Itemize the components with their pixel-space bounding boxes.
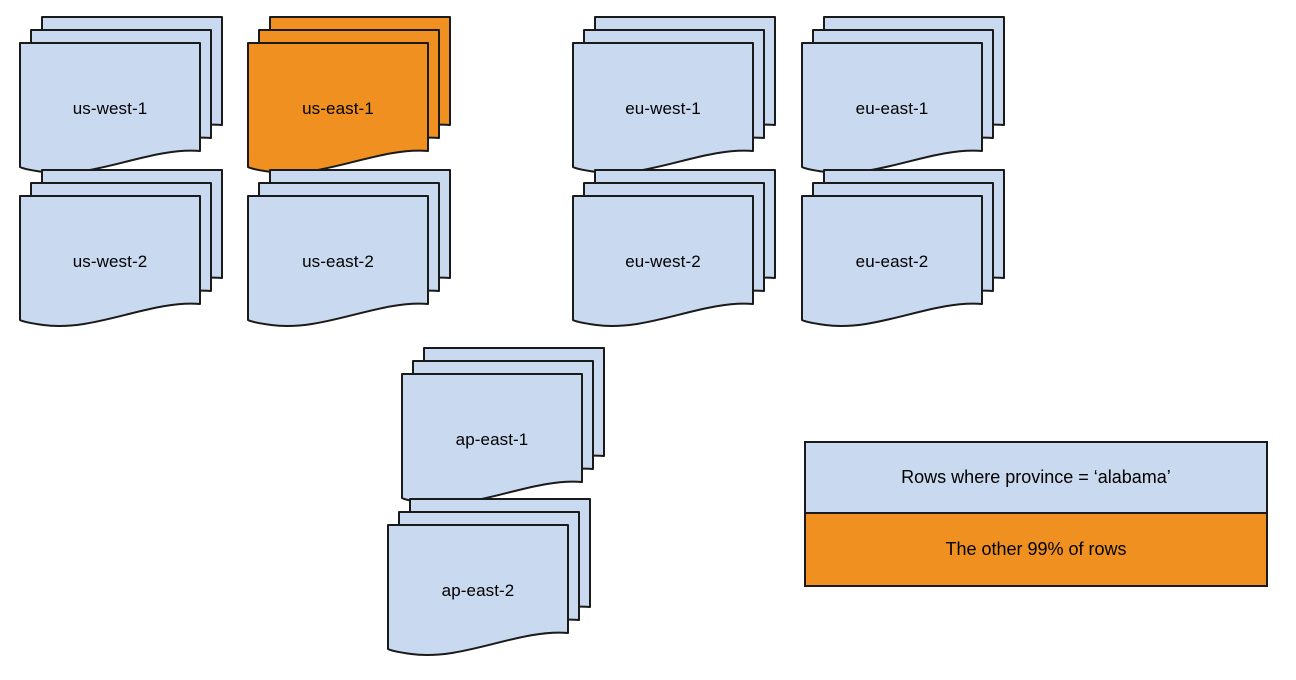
region-stack-ap-east-1[interactable]: ap-east-1 bbox=[401, 347, 617, 505]
document-sheet bbox=[401, 373, 583, 505]
document-sheet bbox=[247, 195, 429, 327]
region-stack-shape-eu-west-2 bbox=[572, 169, 776, 327]
region-stack-shape-us-west-2 bbox=[19, 169, 223, 327]
document-sheet bbox=[801, 195, 983, 327]
legend-item-orange: The other 99% of rows bbox=[806, 514, 1266, 585]
document-sheet bbox=[572, 42, 754, 174]
region-stack-eu-west-2[interactable]: eu-west-2 bbox=[572, 169, 788, 327]
region-stack-eu-west-1[interactable]: eu-west-1 bbox=[572, 16, 788, 174]
document-sheet bbox=[19, 42, 201, 174]
document-sheet bbox=[387, 524, 569, 656]
region-stack-us-west-1[interactable]: us-west-1 bbox=[19, 16, 235, 174]
region-stack-shape-us-east-1 bbox=[247, 16, 451, 174]
region-stack-shape-eu-west-1 bbox=[572, 16, 776, 174]
region-stack-eu-east-1[interactable]: eu-east-1 bbox=[801, 16, 1017, 174]
document-sheet bbox=[247, 42, 429, 174]
document-sheet bbox=[19, 195, 201, 327]
region-stack-shape-us-west-1 bbox=[19, 16, 223, 174]
legend-box: Rows where province = ‘alabama’ The othe… bbox=[804, 441, 1268, 587]
document-sheet bbox=[572, 195, 754, 327]
region-stack-shape-ap-east-1 bbox=[401, 347, 605, 505]
legend-item-blue-label: Rows where province = ‘alabama’ bbox=[901, 467, 1171, 487]
legend-item-blue: Rows where province = ‘alabama’ bbox=[806, 443, 1266, 514]
region-stack-eu-east-2[interactable]: eu-east-2 bbox=[801, 169, 1017, 327]
region-stack-us-east-2[interactable]: us-east-2 bbox=[247, 169, 463, 327]
region-stack-shape-us-east-2 bbox=[247, 169, 451, 327]
legend-item-orange-label: The other 99% of rows bbox=[945, 539, 1127, 559]
region-stack-shape-eu-east-1 bbox=[801, 16, 1005, 174]
document-sheet bbox=[801, 42, 983, 174]
region-stack-shape-eu-east-2 bbox=[801, 169, 1005, 327]
region-stack-ap-east-2[interactable]: ap-east-2 bbox=[387, 498, 603, 656]
region-stack-shape-ap-east-2 bbox=[387, 498, 591, 656]
region-stack-us-east-1[interactable]: us-east-1 bbox=[247, 16, 463, 174]
region-stack-us-west-2[interactable]: us-west-2 bbox=[19, 169, 235, 327]
